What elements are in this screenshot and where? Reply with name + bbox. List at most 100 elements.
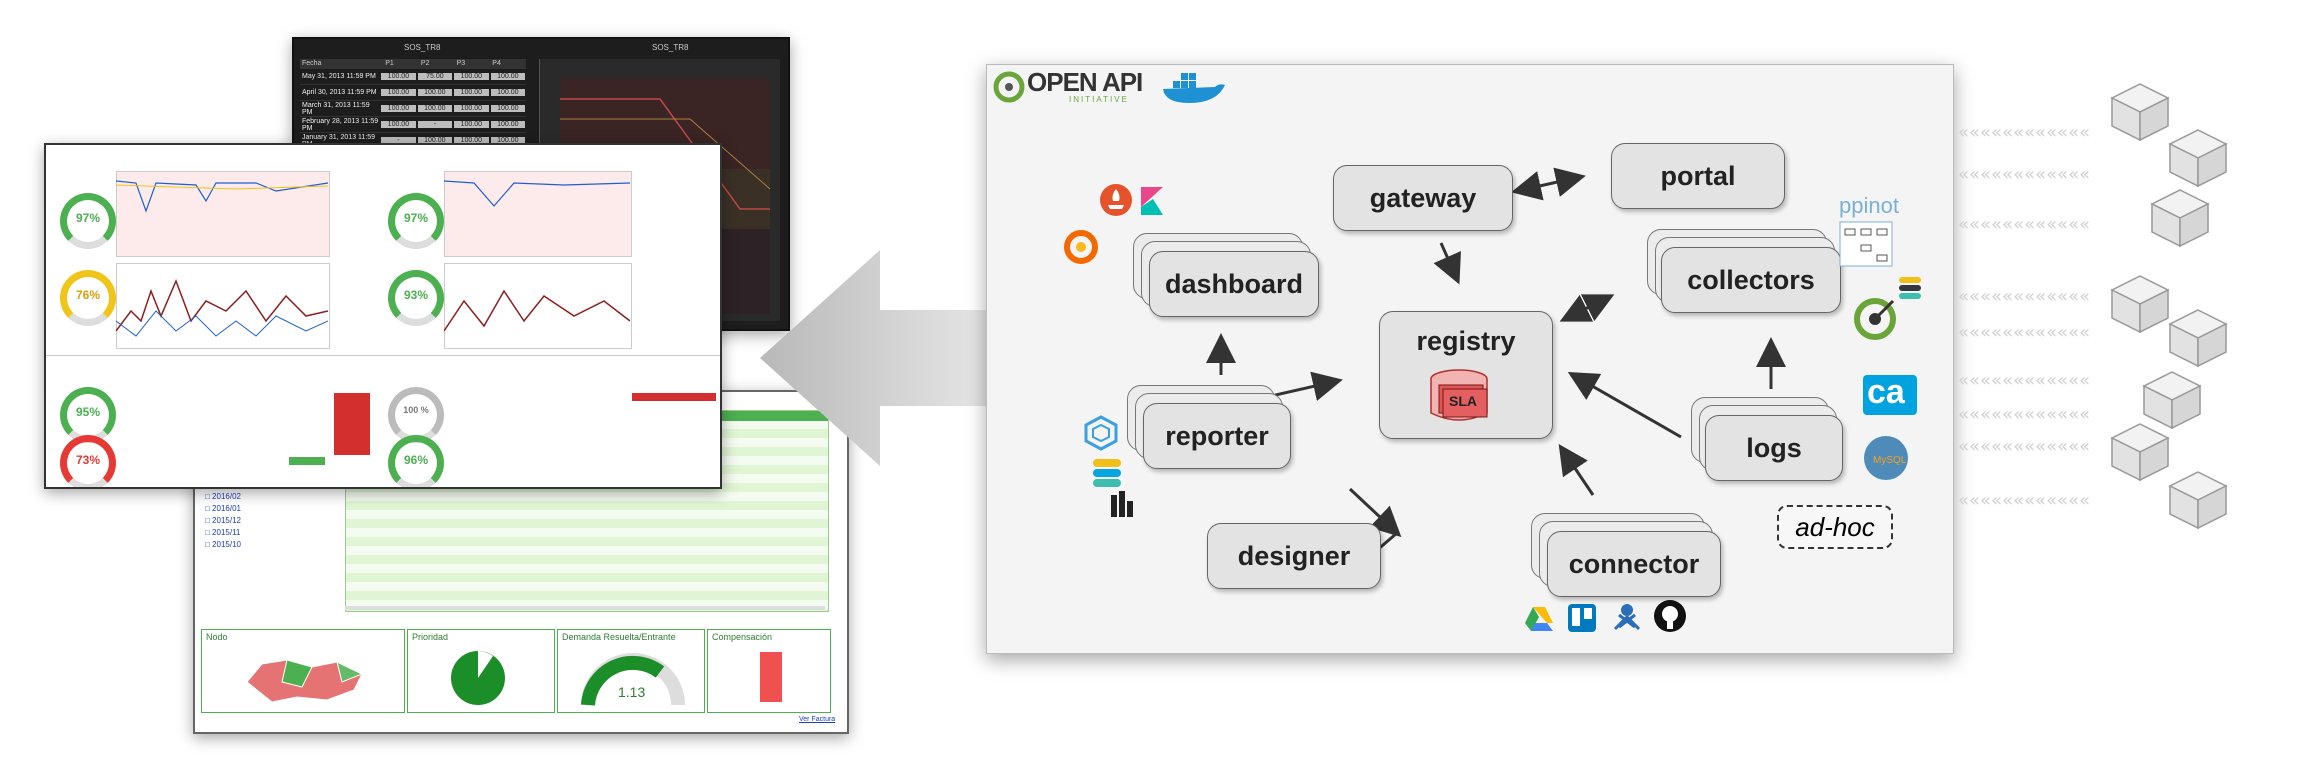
ca-logo-icon xyxy=(1863,375,1917,415)
panel-nodo-title: Nodo xyxy=(206,632,228,642)
incoming-chevrons: «««««««««««« «««««««««««« «««««««««««« ««««… xyxy=(1958,122,2090,511)
dark-table-cell: 100.00 xyxy=(417,137,453,144)
panel-demanda-title: Demanda Resuelta/Entrante xyxy=(562,632,676,642)
incoming-arrow: «««««««««««« xyxy=(1958,322,2090,343)
dark-table-cell: 100.00 xyxy=(454,73,489,80)
node-logs[interactable]: logs xyxy=(1705,415,1843,481)
dark-table-cell: 100.00 xyxy=(454,137,489,144)
node-dashboard[interactable]: dashboard xyxy=(1149,251,1319,317)
table-scrollbar[interactable] xyxy=(345,606,825,610)
grafana-icon xyxy=(1064,230,1098,264)
dark-table-cell: 100.00 xyxy=(381,89,416,96)
gauge-4 xyxy=(388,270,444,326)
prometheus-icon xyxy=(1100,184,1132,216)
andalucia-map xyxy=(246,659,364,703)
docker-whale-icon xyxy=(1163,73,1225,103)
panel-compensacion: Compensación xyxy=(707,629,831,713)
gauge-6-value: 73% xyxy=(75,453,101,467)
year-list-item[interactable]: □ 2015/12 xyxy=(205,516,241,525)
architecture-diagram: OPEN API INITIATIVE xyxy=(986,64,1954,654)
gauge-3 xyxy=(388,193,444,249)
year-list-item[interactable]: □ 2016/01 xyxy=(205,504,241,513)
source-cube xyxy=(2168,129,2228,188)
source-cube xyxy=(2168,471,2228,530)
gauge-3-value: 97% xyxy=(403,211,429,225)
chart-lines-left xyxy=(116,180,328,337)
dark-chart-title: SOS_TR8 xyxy=(652,43,689,52)
node-connector[interactable]: connector xyxy=(1547,531,1721,597)
incoming-arrow: «««««««««««« xyxy=(1958,214,2090,235)
incoming-arrow: «««««««««««« xyxy=(1958,490,2090,511)
sla-dashboard-screenshot: 97% 76% 97% 93% 95% 73% 100 % 96% xyxy=(44,143,722,489)
ppinot-diagram-icon xyxy=(1839,221,1893,267)
dark-table-cell: 100.00 xyxy=(417,89,453,96)
dark-table-header-cell: Fecha xyxy=(302,60,322,67)
year-list-item[interactable]: □ 2016/02 xyxy=(205,492,241,501)
ppinot-logo-text: ppinot xyxy=(1839,193,1899,218)
gauge-4-value: 93% xyxy=(403,288,429,302)
dark-table-cell: May 31, 2013 11:59 PM xyxy=(302,73,376,80)
dark-table-cell: 100.00 xyxy=(381,105,416,112)
gauge-1-value: 97% xyxy=(75,211,101,225)
external-sources: «««««««««««« «««««««««««« «««««««««««« ««««… xyxy=(1958,83,2228,530)
gauge-2-value: 76% xyxy=(75,288,101,302)
gauge-7-value: 100 % xyxy=(403,405,429,415)
ver-factura-link[interactable]: Ver Factura xyxy=(799,716,836,723)
ca-logo-text: ca xyxy=(1867,373,1905,411)
node-collectors[interactable]: collectors xyxy=(1661,247,1841,313)
source-cube xyxy=(2110,423,2170,482)
demanda-value: 1.13 xyxy=(618,684,646,700)
red-status-cell-2 xyxy=(632,393,716,401)
source-cube xyxy=(2110,275,2170,334)
incoming-arrow: «««««««««««« xyxy=(1958,370,2090,391)
line-chart-2 xyxy=(116,263,330,349)
line-chart-1 xyxy=(116,171,330,257)
dark-table-cell: 100.00 xyxy=(490,137,526,144)
openapi-circle-icon xyxy=(1854,298,1896,340)
dark-table-cell: 75.00 xyxy=(417,73,453,80)
panel-demanda: Demanda Resuelta/Entrante 1.13 xyxy=(557,629,705,713)
jenkins-icon xyxy=(1613,604,1641,631)
demanda-gauge xyxy=(581,653,685,706)
dark-table-cell: March 31, 2013 11:59 PM xyxy=(302,101,370,116)
big-left-arrow xyxy=(760,250,1040,466)
incoming-arrow: «««««««««««« xyxy=(1958,164,2090,185)
panel-prioridad-title: Prioridad xyxy=(412,632,449,642)
gauge-8-value: 96% xyxy=(403,453,429,467)
gauge-2 xyxy=(60,270,116,326)
trello-icon xyxy=(1568,604,1596,632)
source-cubes xyxy=(2110,83,2228,530)
node-designer[interactable]: designer xyxy=(1207,523,1381,589)
dark-table-cell: 100.00 xyxy=(490,105,526,112)
source-cube xyxy=(2142,371,2202,430)
incoming-arrow: «««««««««««« xyxy=(1958,404,2090,425)
dark-table-cell: - xyxy=(417,121,453,128)
dark-table-header-cell: P1 xyxy=(385,60,394,67)
source-cube xyxy=(2110,83,2170,142)
dark-table-cell: 100.00 xyxy=(417,105,453,112)
openapi-logo xyxy=(991,67,1027,110)
dark-table-cell: 100.00 xyxy=(490,89,526,96)
year-list-item[interactable]: □ 2015/11 xyxy=(205,528,241,537)
openapi-title: OPEN API xyxy=(1027,67,1143,97)
node-gateway[interactable]: gateway xyxy=(1333,165,1513,231)
node-reporter[interactable]: reporter xyxy=(1143,403,1291,469)
dark-table-header-cell: P4 xyxy=(492,60,501,67)
node-portal[interactable]: portal xyxy=(1611,143,1785,209)
red-status-cells-1 xyxy=(334,393,370,455)
source-cube xyxy=(2168,309,2228,368)
panel-prioridad: Prioridad xyxy=(407,629,555,713)
dark-table-cell: April 30, 2013 11:59 PM xyxy=(302,89,377,96)
dark-table-cell: 100.00 xyxy=(490,121,526,128)
year-list-item[interactable]: □ 2015/10 xyxy=(205,540,241,549)
kibana-icon xyxy=(1141,187,1163,215)
dark-table-title: SOS_TR8 xyxy=(404,43,441,52)
dark-table-header-cell: P2 xyxy=(420,60,430,67)
registry-label: registry xyxy=(1416,326,1516,356)
logstash-icon xyxy=(1899,277,1921,299)
openapi-subtitle: INITIATIVE xyxy=(1069,95,1129,104)
